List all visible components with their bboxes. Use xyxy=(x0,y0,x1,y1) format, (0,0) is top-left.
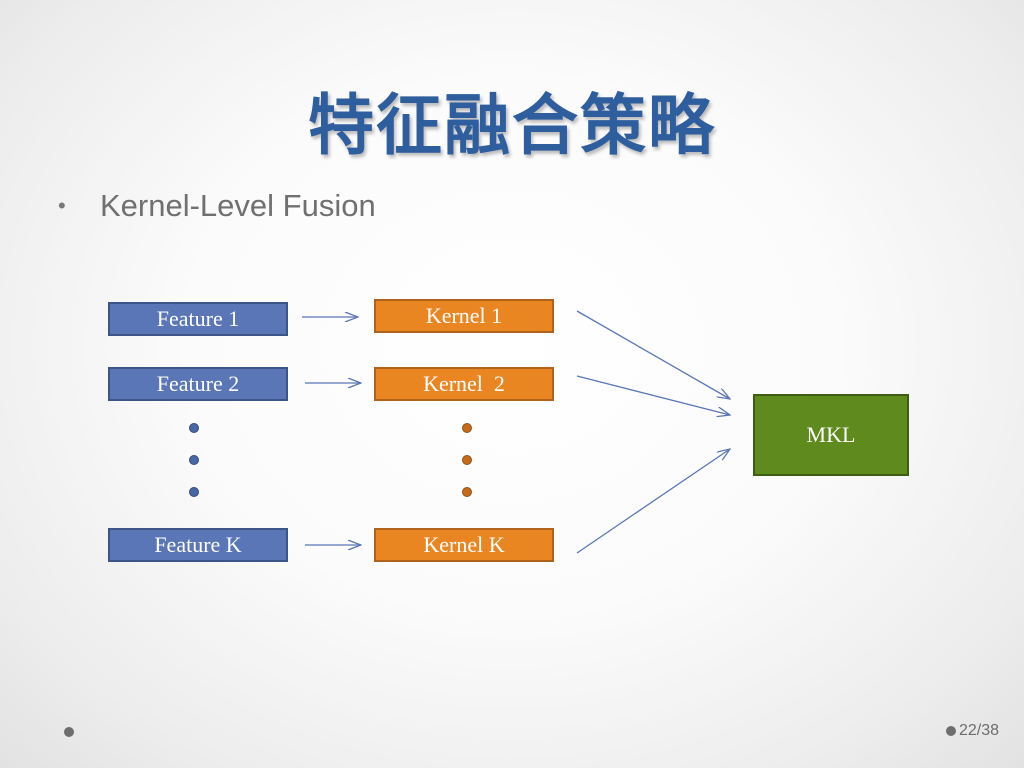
kernel-box-1: Kernel 1 xyxy=(374,299,554,333)
page-number: 22/38 xyxy=(946,722,999,740)
bullet-item: • Kernel-Level Fusion xyxy=(58,186,376,226)
bullet-text: Kernel-Level Fusion xyxy=(100,188,376,223)
feature-ellipsis-dot xyxy=(189,423,199,433)
feature-ellipsis xyxy=(189,423,199,497)
feature-box-2: Feature 2 xyxy=(108,367,288,401)
page-number-text: 22/38 xyxy=(959,722,1000,739)
arrow-kernel1-mkl xyxy=(576,310,730,399)
kernel-ellipsis-dot xyxy=(462,423,472,433)
page-number-dot-icon xyxy=(946,726,956,736)
kernel-box-2: Kernel 2 xyxy=(374,367,554,401)
feature-ellipsis-dot xyxy=(189,455,199,465)
footer-dot-icon xyxy=(64,727,74,737)
bullet-icon: • xyxy=(58,193,66,218)
kernel-ellipsis-dot xyxy=(462,487,472,497)
kernel-box-k: Kernel K xyxy=(374,528,554,562)
arrow-kernel2-mkl xyxy=(576,375,730,415)
feature-box-k: Feature K xyxy=(108,528,288,562)
mkl-box: MKL xyxy=(753,394,909,476)
kernel-ellipsis xyxy=(462,423,472,497)
arrow-kernelk-mkl xyxy=(576,449,730,554)
feature-box-1: Feature 1 xyxy=(108,302,288,336)
slide-title: 特征融合策略 xyxy=(308,87,716,164)
kernel-ellipsis-dot xyxy=(462,455,472,465)
feature-ellipsis-dot xyxy=(189,487,199,497)
